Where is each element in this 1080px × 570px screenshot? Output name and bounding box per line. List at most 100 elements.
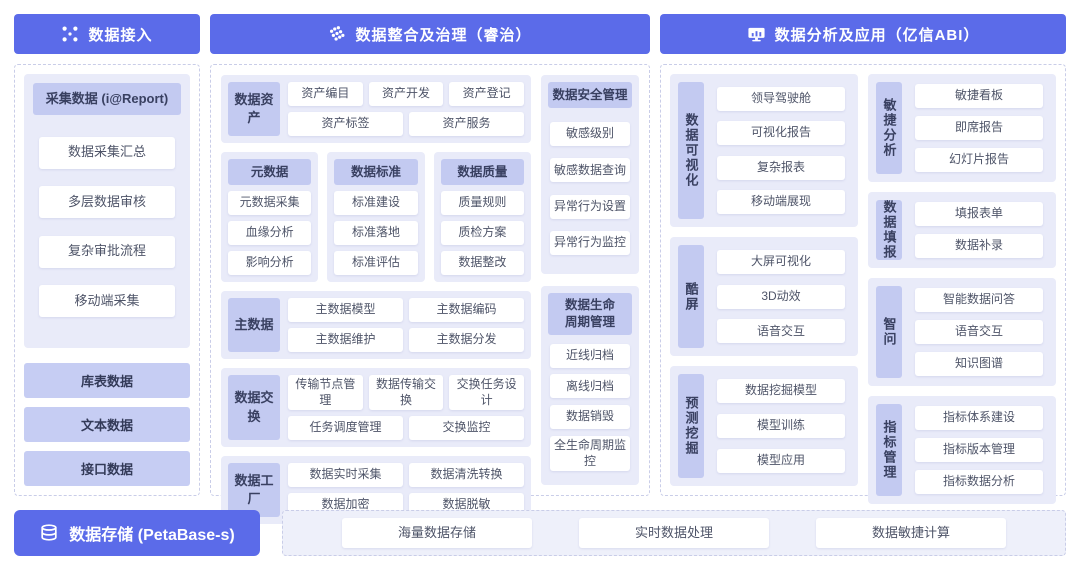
lifecycle-item: 全生命周期监控: [550, 436, 630, 472]
header-data-analysis-label: 数据分析及应用（亿信ABI）: [774, 26, 980, 44]
master-item: 主数据维护: [288, 328, 403, 352]
governance-left-area: 数据资产 资产编目 资产开发 资产登记 资产标签 资产服务: [221, 75, 531, 525]
data-lifecycle-group: 数据生命周期管理 近线归档 离线归档 数据销毁 全生命周期监控: [541, 286, 639, 485]
header-data-governance-label: 数据整合及治理（睿治）: [355, 26, 532, 44]
storage-capability-item: 海量数据存储: [342, 518, 532, 548]
governance-right-area: 数据安全管理 敏感级别 敏感数据查询 异常行为设置 异常行为监控 数据生命周期管…: [541, 75, 639, 485]
master-data-label: 主数据: [228, 298, 280, 352]
smart-qa-items: 智能数据问答 语音交互 知识图谱: [910, 286, 1048, 378]
data-factory-group: 数据工厂 数据实时采集 数据清洗转换 数据加密 数据脱敏: [221, 456, 531, 525]
security-item: 敏感数据查询: [550, 158, 630, 183]
data-exchange-group: 数据交换 传输节点管理 数据传输交换 交换任务设计 任务调度管理 交换监控: [221, 368, 531, 448]
data-storage-label: 数据存储 (PetaBase-s): [69, 527, 235, 544]
metadata-item: 元数据采集: [228, 191, 312, 215]
smart-qa-item: 语音交互: [915, 320, 1043, 344]
data-visualization-group: 数据可视化 领导驾驶舱 可视化报告 复杂报表 移动端展现: [670, 74, 858, 227]
source-item-table-data: 库表数据: [24, 363, 190, 398]
security-item: 异常行为设置: [550, 194, 630, 219]
data-storage-banner: 数据存储 (PetaBase-s): [14, 510, 260, 556]
data-visualization-items: 领导驾驶舱 可视化报告 复杂报表 移动端展现: [712, 82, 850, 219]
collect-item: 移动端采集: [39, 285, 175, 318]
database-icon: [39, 523, 59, 543]
indicator-item: 指标数据分析: [915, 470, 1043, 494]
column-data-access: 数据接入 采集数据 (i@Report) 数据采集汇总 多层数据审核 复杂审批流…: [14, 14, 200, 496]
asset-item: 资产标签: [288, 112, 403, 136]
asset-item: 资产服务: [409, 112, 524, 136]
header-data-analysis: 数据分析及应用（亿信ABI）: [660, 14, 1066, 54]
indicator-management-label: 指标管理: [876, 404, 902, 496]
data-filling-group: 数据填报 填报表单 数据补录: [868, 192, 1056, 268]
source-item-text-data: 文本数据: [24, 407, 190, 442]
cool-screen-group: 酷屏 大屏可视化 3D动效 语音交互: [670, 236, 858, 357]
data-quality-group-header: 数据质量: [440, 159, 524, 185]
agile-item: 即席报告: [915, 116, 1043, 140]
cool-screen-item: 3D动效: [717, 284, 845, 309]
smart-qa-label: 智问: [876, 286, 902, 378]
storage-row: 数据存储 (PetaBase-s) 海量数据存储 实时数据处理 数据敏捷计算: [14, 510, 1066, 556]
predictive-mining-group: 预测挖掘 数据挖掘模型 模型训练 模型应用: [670, 366, 858, 486]
exchange-item: 传输节点管理: [288, 375, 363, 411]
storage-capabilities-bar: 海量数据存储 实时数据处理 数据敏捷计算: [282, 510, 1066, 556]
data-filling-items: 填报表单 数据补录: [910, 200, 1048, 260]
data-standard-group-header: 数据标准: [334, 159, 418, 185]
dots-x-icon: [61, 25, 79, 43]
standard-item: 标准评估: [334, 251, 418, 275]
storage-capability-item: 数据敏捷计算: [816, 518, 1006, 548]
dots-cluster-icon: [328, 25, 346, 43]
data-factory-label: 数据工厂: [228, 463, 280, 518]
collect-item: 数据采集汇总: [39, 136, 175, 169]
data-security-items: 敏感级别 敏感数据查询 异常行为设置 异常行为监控: [548, 110, 632, 267]
monitor-chart-icon: [747, 25, 766, 44]
lifecycle-item: 近线归档: [550, 343, 630, 368]
standard-item: 标准落地: [334, 221, 418, 245]
exchange-item: 交换任务设计: [449, 375, 525, 411]
master-data-items: 主数据模型 主数据编码 主数据维护 主数据分发: [288, 298, 524, 352]
header-data-access: 数据接入: [14, 14, 200, 54]
asset-item: 资产编目: [288, 82, 363, 106]
data-governance-panel: 数据资产 资产编目 资产开发 资产登记 资产标签 资产服务: [210, 64, 650, 525]
security-item: 敏感级别: [550, 122, 630, 147]
quality-item: 数据整改: [440, 251, 524, 275]
agile-analysis-label: 敏捷分析: [876, 82, 902, 174]
storage-capability-item: 实时数据处理: [579, 518, 769, 548]
cool-screen-item: 语音交互: [717, 319, 845, 344]
data-quality-group: 数据质量 质量规则 质检方案 数据整改: [433, 152, 531, 282]
data-asset-items: 资产编目 资产开发 资产登记 资产标签 资产服务: [288, 82, 525, 136]
quality-item: 质量规则: [440, 191, 524, 215]
analysis-right-subcolumn: 敏捷分析 敏捷看板 即席报告 幻灯片报告 数据填报 填报表单 数据补录: [868, 74, 1056, 504]
collect-item: 复杂审批流程: [39, 235, 175, 268]
indicator-item: 指标版本管理: [915, 438, 1043, 462]
cool-screen-label: 酷屏: [678, 244, 704, 349]
metadata-group-header: 元数据: [228, 159, 312, 185]
smart-qa-item: 智能数据问答: [915, 288, 1043, 312]
indicator-item: 指标体系建设: [915, 406, 1043, 430]
factory-item: 数据实时采集: [288, 463, 403, 488]
metadata-item: 影响分析: [228, 251, 312, 275]
data-lifecycle-group-header: 数据生命周期管理: [548, 293, 632, 335]
metadata-standard-quality-row: 元数据 元数据采集 血缘分析 影响分析 数据标准 标准建设 标准落地 标准评估: [221, 152, 531, 282]
filling-item: 填报表单: [915, 202, 1043, 226]
analysis-left-subcolumn: 数据可视化 领导驾驶舱 可视化报告 复杂报表 移动端展现 酷屏 大屏可视化 3D…: [670, 74, 858, 486]
smart-qa-group: 智问 智能数据问答 语音交互 知识图谱: [868, 278, 1056, 386]
master-item: 主数据模型: [288, 298, 403, 322]
indicator-management-group: 指标管理 指标体系建设 指标版本管理 指标数据分析: [868, 396, 1056, 504]
cool-screen-item: 大屏可视化: [717, 249, 845, 274]
data-standard-group: 数据标准 标准建设 标准落地 标准评估: [327, 152, 425, 282]
header-data-governance: 数据整合及治理（睿治）: [210, 14, 650, 54]
data-visualization-label: 数据可视化: [678, 82, 704, 219]
metadata-group: 元数据 元数据采集 血缘分析 影响分析: [221, 152, 319, 282]
main-columns: 数据接入 采集数据 (i@Report) 数据采集汇总 多层数据审核 复杂审批流…: [14, 14, 1066, 525]
mining-item: 模型应用: [717, 449, 845, 474]
quality-item: 质检方案: [440, 221, 524, 245]
exchange-item: 数据传输交换: [368, 375, 444, 411]
agile-item: 幻灯片报告: [915, 148, 1043, 172]
data-lifecycle-items: 近线归档 离线归档 数据销毁 全生命周期监控: [548, 337, 632, 478]
collect-data-group: 采集数据 (i@Report) 数据采集汇总 多层数据审核 复杂审批流程 移动端…: [24, 74, 190, 348]
visualization-item: 移动端展现: [717, 190, 845, 215]
data-security-group-header: 数据安全管理: [548, 82, 632, 108]
data-access-panel: 采集数据 (i@Report) 数据采集汇总 多层数据审核 复杂审批流程 移动端…: [14, 64, 200, 496]
data-asset-label: 数据资产: [228, 82, 280, 136]
collect-items: 数据采集汇总 多层数据审核 复杂审批流程 移动端采集: [33, 115, 181, 339]
cool-screen-items: 大屏可视化 3D动效 语音交互: [712, 245, 850, 349]
